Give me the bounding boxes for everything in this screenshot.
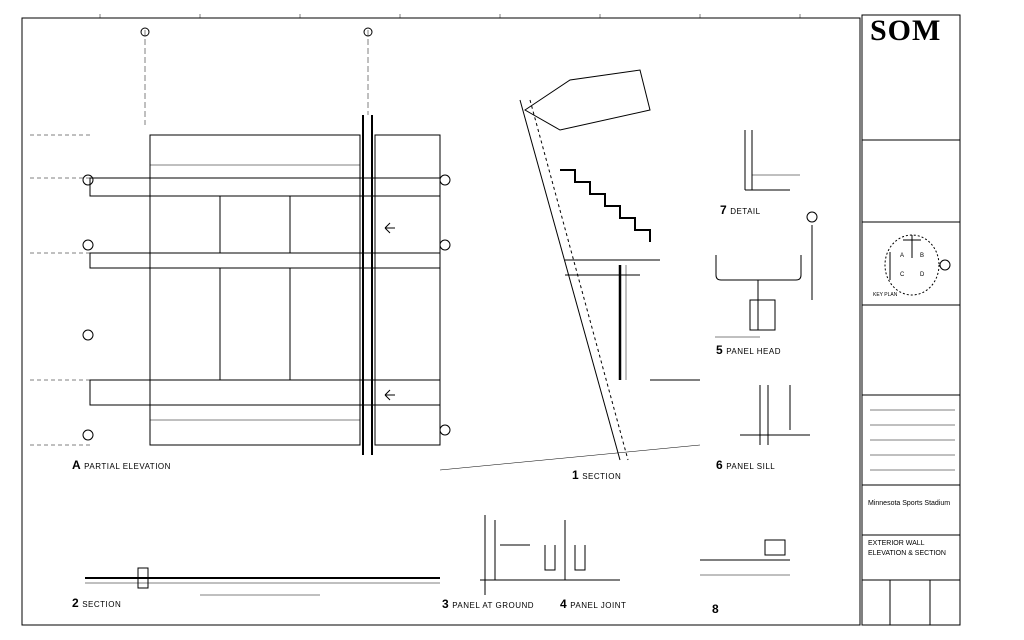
detail-3-4 xyxy=(480,515,620,595)
drawing-name: DETAIL xyxy=(730,207,761,216)
sheet-title-line2: ELEVATION & SECTION xyxy=(868,550,946,557)
key-plan-label: KEY PLAN xyxy=(873,292,898,298)
detail-5 xyxy=(715,211,818,338)
detail-2 xyxy=(85,567,440,596)
drawing-name: PANEL HEAD xyxy=(726,347,781,356)
project-name: Minnesota Sports Stadium xyxy=(868,500,951,507)
drawing-number: 1 xyxy=(572,468,580,482)
drawing-name: PARTIAL ELEVATION xyxy=(84,462,171,471)
drawing-number: 7 xyxy=(720,203,728,217)
drawing-number: 6 xyxy=(716,458,724,472)
drawing-name: PANEL AT GROUND xyxy=(452,601,535,610)
drawing-number: 8 xyxy=(712,602,720,616)
key-plan-zone: C xyxy=(900,272,905,278)
key-plan-zone: D xyxy=(920,272,925,278)
drawing-number: A xyxy=(72,458,82,472)
partial-elevation xyxy=(30,27,451,455)
drawing-number: 5 xyxy=(716,343,724,357)
detail-7 xyxy=(744,130,800,191)
drawing-name: PANEL JOINT xyxy=(570,601,627,610)
key-plan xyxy=(884,234,951,296)
drawing-name: SECTION xyxy=(82,600,122,609)
sheet-border xyxy=(21,17,861,626)
sheet-title-line1: EXTERIOR WALL xyxy=(868,540,925,547)
section-1 xyxy=(439,69,701,471)
drawing-name: PANEL SILL xyxy=(726,462,776,471)
detail-6 xyxy=(740,385,810,445)
drawing-number: 4 xyxy=(560,597,568,611)
drawing-number: 3 xyxy=(442,597,450,611)
title-block-border xyxy=(861,14,961,626)
drawing-name: SECTION xyxy=(582,472,622,481)
firm-logo: SOM xyxy=(870,14,942,47)
drawing-number: 2 xyxy=(72,596,80,610)
detail-8 xyxy=(700,539,790,576)
key-plan-zone: A xyxy=(900,253,905,259)
drawing-title-8: 8 xyxy=(712,602,722,616)
key-plan-zone: B xyxy=(920,253,925,259)
